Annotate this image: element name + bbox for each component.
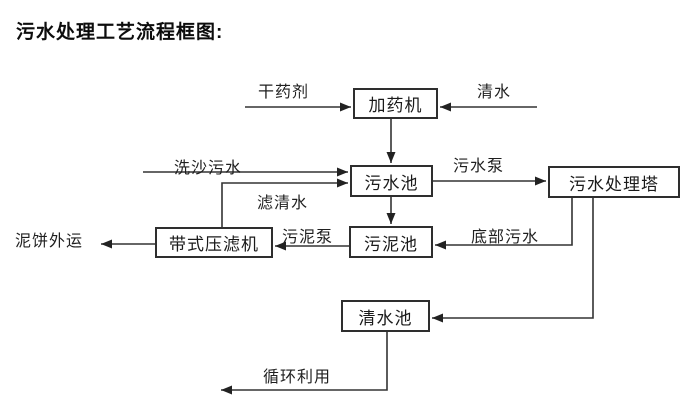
- label-dry-agent: 干药剂: [258, 84, 310, 101]
- arrow-filtered-water-to-sewage-pool: [221, 178, 348, 227]
- label-sewage-pump: 污水泵: [453, 158, 505, 175]
- arrow-clean-water-pool-to-recycle: [221, 332, 388, 395]
- arrow-bottom-sewage-to-sludge-pool: [435, 198, 573, 250]
- label-bottom-sewage: 底部污水: [471, 229, 540, 246]
- label-sludge-pump: 污泥泵: [282, 229, 334, 246]
- arrow-tower-to-clean-water-pool: [432, 198, 594, 323]
- label-filtered-water: 滤清水: [257, 195, 309, 212]
- node-sewage-pool: 污水池: [350, 165, 433, 197]
- label-sand-washing-sewage: 洗沙污水: [174, 160, 243, 177]
- page-title: 污水处理工艺流程框图:: [16, 22, 224, 43]
- label-clean-water: 清水: [477, 84, 512, 101]
- node-belt-filter-press: 带式压滤机: [155, 227, 273, 258]
- node-sludge-pool: 污泥池: [349, 226, 433, 258]
- node-clean-water-pool: 清水池: [341, 300, 430, 332]
- label-mud-cake-out: 泥饼外运: [15, 233, 84, 250]
- node-dosing-machine: 加药机: [353, 88, 438, 119]
- label-recycle: 循环利用: [263, 369, 332, 386]
- node-treatment-tower: 污水处理塔: [548, 166, 680, 198]
